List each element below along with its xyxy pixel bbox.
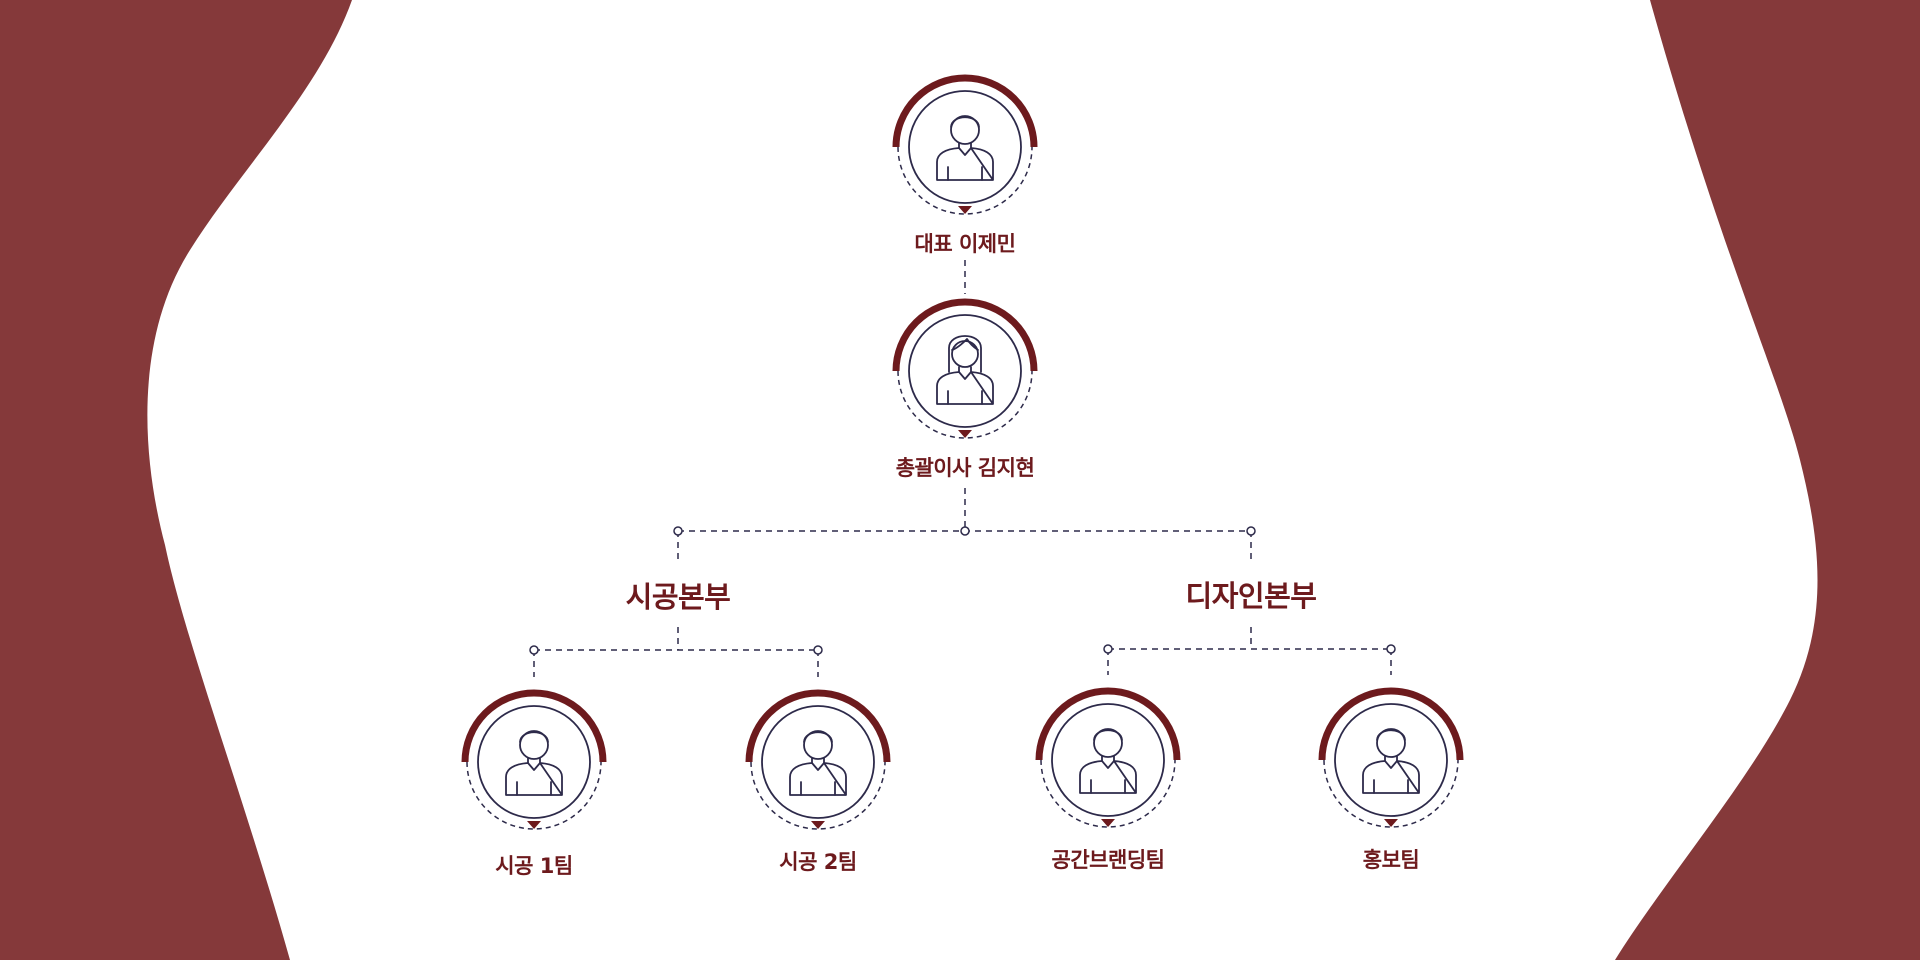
team-node-construction-2 xyxy=(743,687,893,837)
division-construction-title: 시공본부 xyxy=(625,580,731,614)
male-person-icon xyxy=(936,115,994,181)
junction-dot xyxy=(1103,644,1113,654)
female-person-icon xyxy=(936,335,994,405)
male-person-icon xyxy=(789,730,847,796)
ceo-node xyxy=(890,72,1040,222)
junction-dot xyxy=(1386,644,1396,654)
team-label-construction-1: 시공 1팀 xyxy=(495,854,573,878)
team-label-space-branding: 공간브랜딩팀 xyxy=(1051,848,1165,872)
male-person-icon xyxy=(1079,728,1137,794)
junction-dot xyxy=(813,645,823,655)
team-node-pr xyxy=(1316,685,1466,835)
team-label-construction-2: 시공 2팀 xyxy=(779,850,857,874)
team-label-pr: 홍보팀 xyxy=(1362,848,1420,872)
team-node-space-branding xyxy=(1033,685,1183,835)
division-design-title: 디자인본부 xyxy=(1185,579,1317,613)
junction-dot xyxy=(960,526,970,536)
male-person-icon xyxy=(1362,728,1420,794)
ceo-label: 대표 이제민 xyxy=(914,232,1016,256)
junction-dot xyxy=(1246,526,1256,536)
team-node-construction-1 xyxy=(459,687,609,837)
director-label: 총괄이사 김지현 xyxy=(895,456,1035,480)
left-wave xyxy=(0,0,352,960)
right-wave xyxy=(1615,0,1920,960)
junction-dot xyxy=(673,526,683,536)
junction-dot xyxy=(529,645,539,655)
male-person-icon xyxy=(505,730,563,796)
director-node xyxy=(890,296,1040,446)
